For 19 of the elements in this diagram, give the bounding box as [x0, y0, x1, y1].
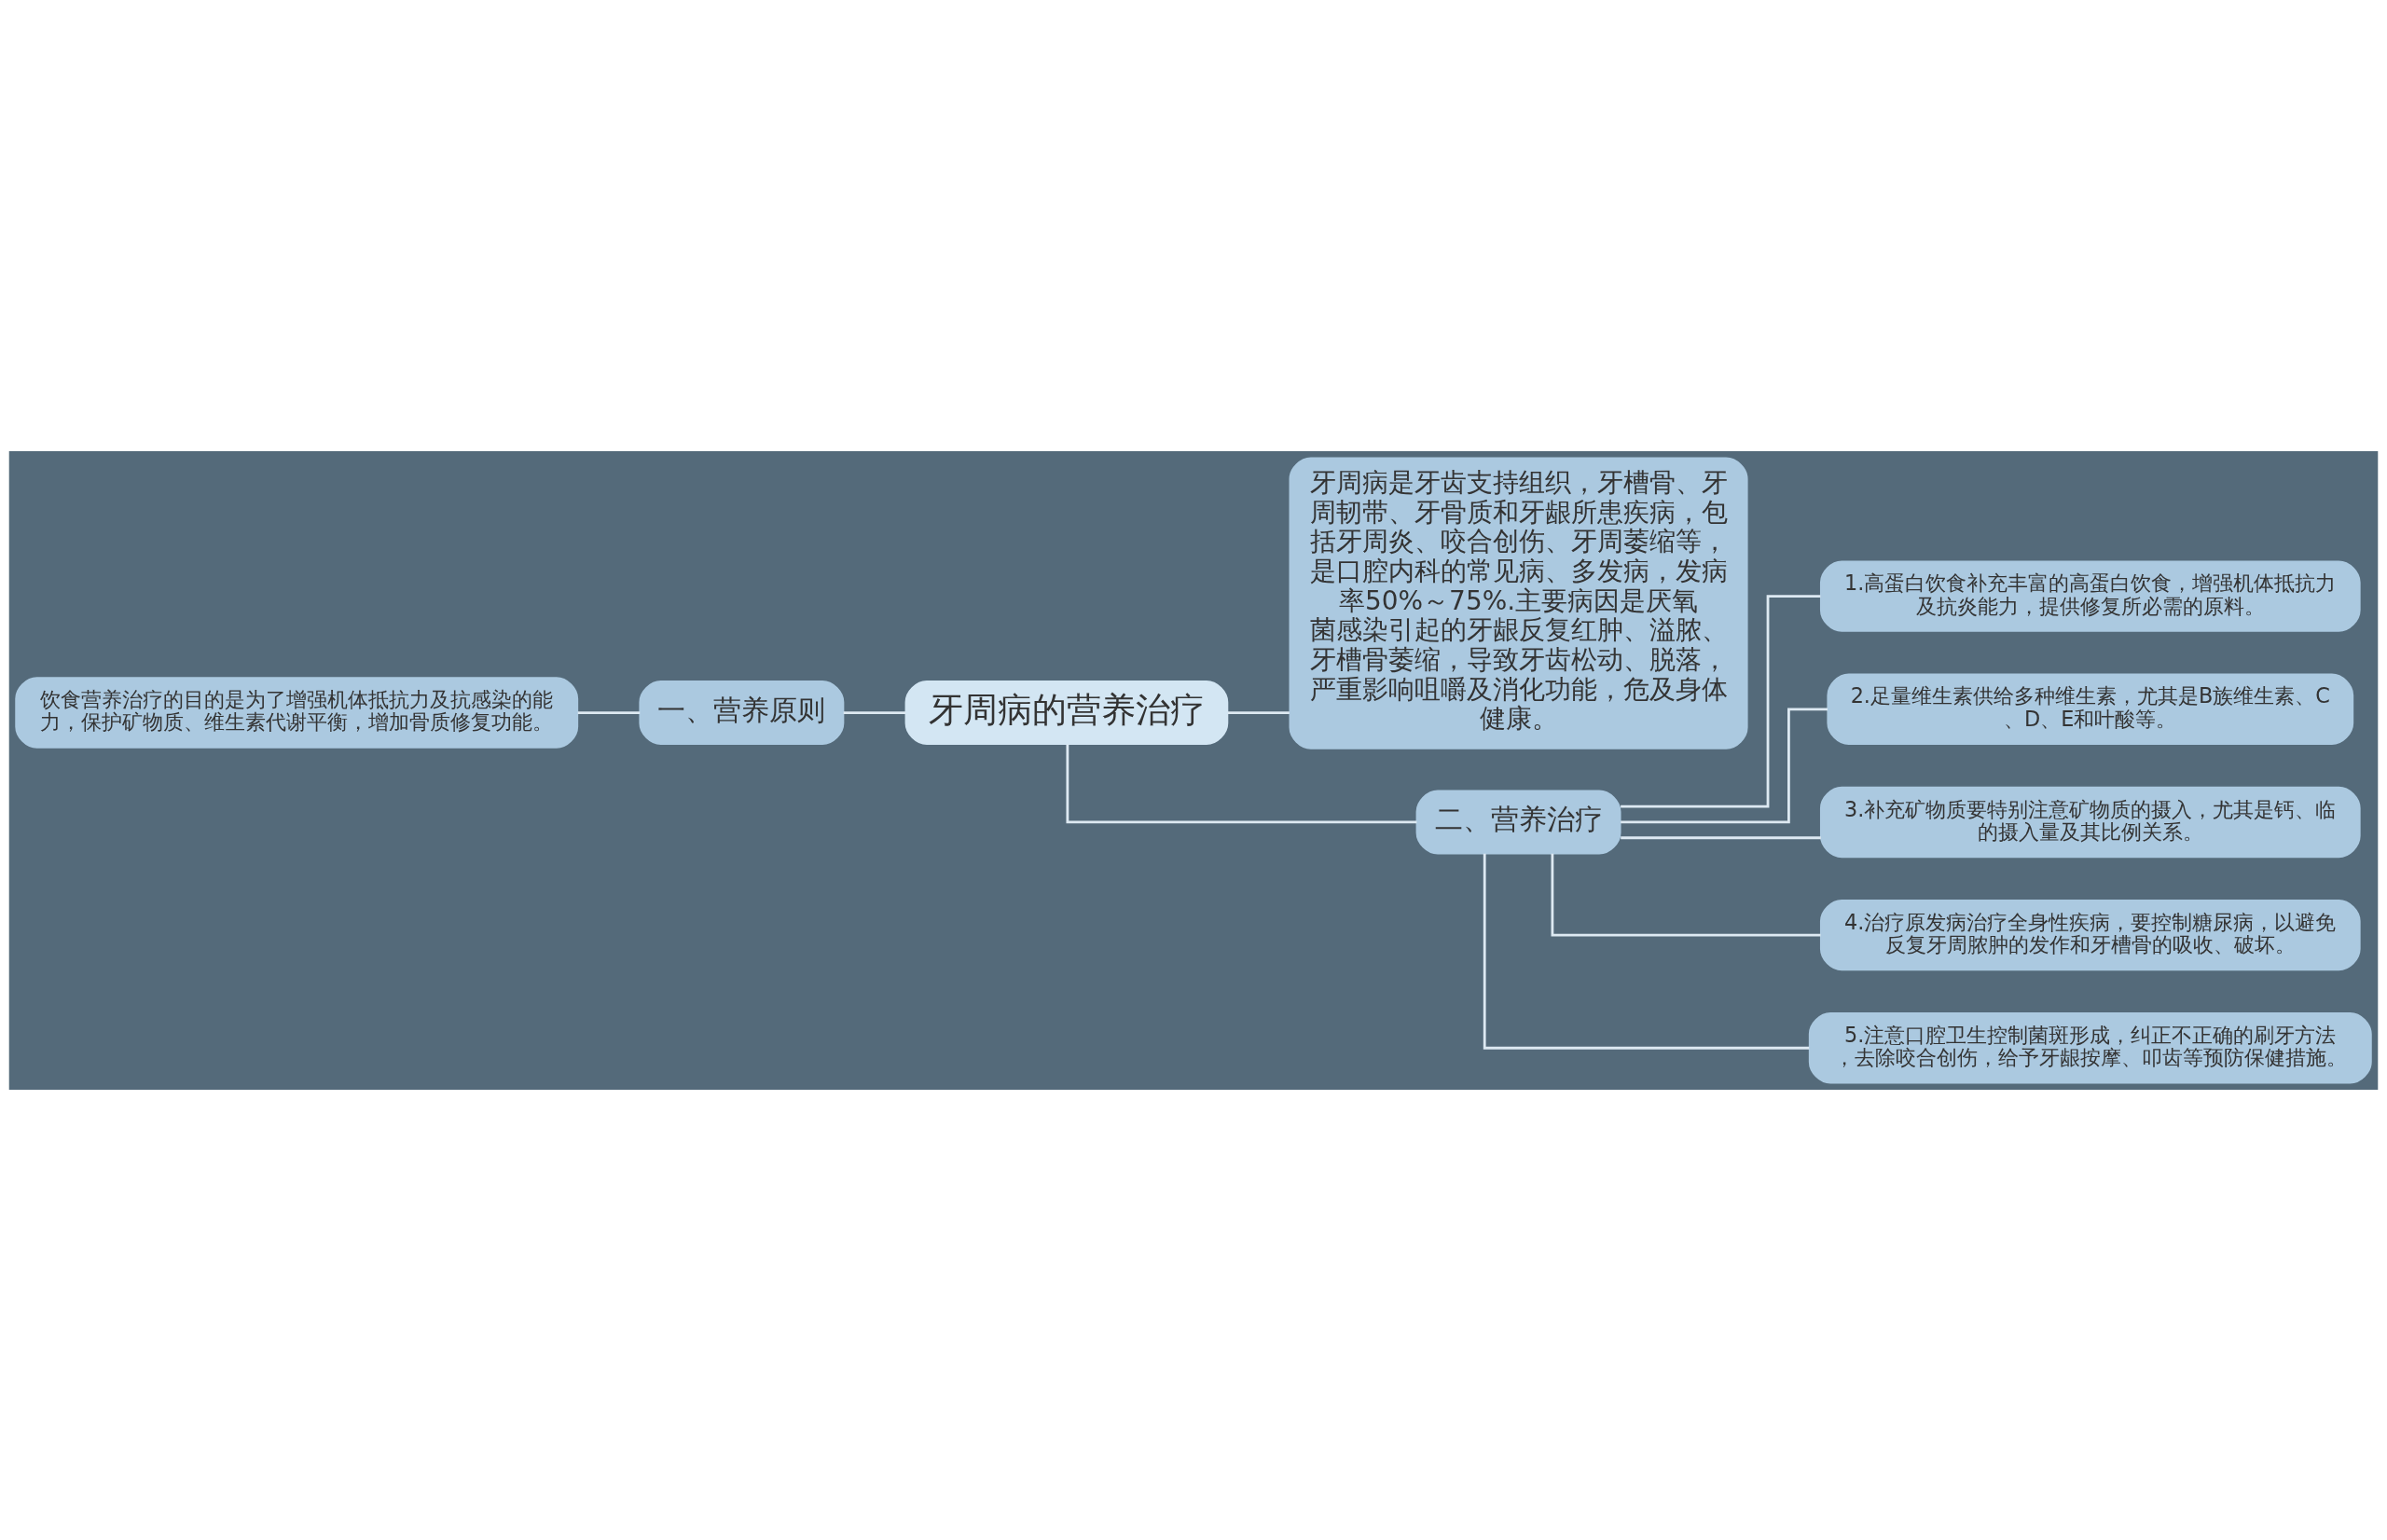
connector — [843, 710, 906, 714]
connector — [1227, 710, 1290, 714]
connector — [1551, 853, 1821, 936]
node-box: 牙周病的营养治疗 — [904, 680, 1229, 745]
connector — [1621, 594, 1821, 808]
node-box: 2.足量维生素供给多种维生素，尤其是B族维生素、C、D、E和叶酸等。 — [1827, 673, 2354, 745]
node-box: 二、营养治疗 — [1415, 789, 1621, 854]
connector — [1621, 707, 1828, 823]
connector — [1621, 835, 1821, 839]
node-box: 5.注意口腔卫生控制菌斑形成，纠正不正确的刷牙方法，去除咬合创伤，给予牙龈按摩、叩齿等预防保健措施。 — [1808, 1011, 2372, 1083]
node-box: 3.补充矿物质要特别注意矿物质的摄入，尤其是钙、临的摄入量及其比例关系。 — [1819, 786, 2361, 858]
node-box: 一、营养原则 — [639, 680, 845, 745]
node-box: 4.治疗原发病治疗全身性疾病，要控制糖尿病，以避免反复牙周脓肿的发作和牙槽骨的吸收、破坏。 — [1819, 899, 2361, 970]
node-box: 饮食营养治疗的目的是为了增强机体抵抗力及抗感染的能力，保护矿物质、维生素代谢平衡，增加骨质修复功能。 — [15, 676, 579, 749]
connector — [1483, 853, 1810, 1050]
connector — [577, 710, 641, 714]
connector — [1066, 744, 1417, 823]
node-box: 牙周病是牙齿支持组织，牙槽骨、牙周韧带、牙骨质和牙龈所患疾病，包括牙周炎、咬合创伤、牙周萎缩等，是口腔内科的常见病、多发病，发病率50%～75%.主要病因是厌氧菌感染引起的牙龈反复红肿、溢脓、牙槽骨萎缩，导致牙齿松动、脱落，严重影响咀嚼及消化功能，危及身体健康。 — [1289, 457, 1748, 749]
node-box: 1.高蛋白饮食补充丰富的高蛋白饮食，增强机体抵抗力及抗炎能力，提供修复所必需的原料。 — [1819, 559, 2361, 632]
